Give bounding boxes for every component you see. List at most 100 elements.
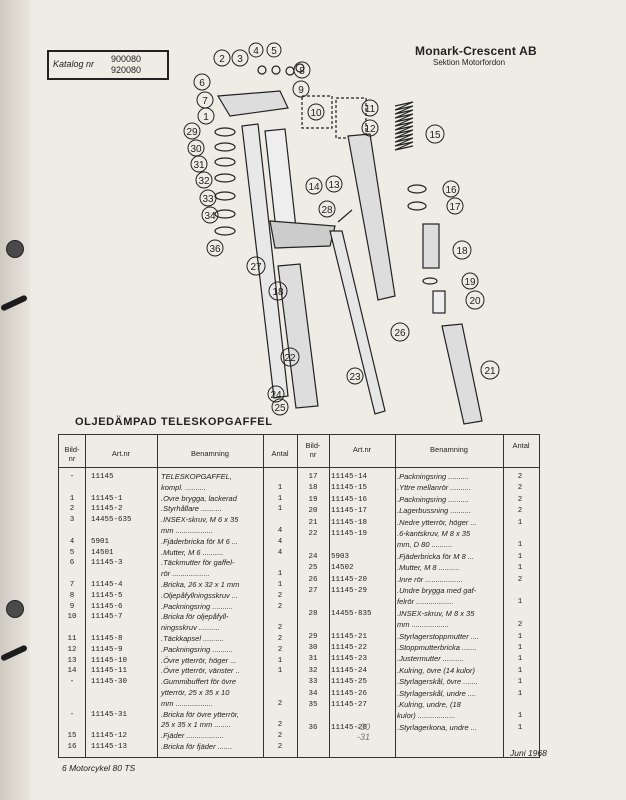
cell-benamning: .Stoppmutterbricka .......	[397, 643, 477, 652]
cell-benamning: mm ..................	[161, 526, 214, 535]
callout-10: 10	[310, 108, 322, 119]
header-antal-right: Antal	[512, 441, 530, 450]
cell-benamning: .Övre ytterrör, vänster ..	[161, 666, 240, 676]
cell-art-nr: 11145	[91, 473, 114, 481]
parts-table: Bild- nr Art.nr Benamning Antal Bild- nr…	[58, 434, 540, 758]
cell-bild: -	[69, 473, 75, 481]
callout-2: 2	[219, 54, 225, 65]
cell-art-nr: 11145-27	[331, 701, 368, 709]
pencil-notes: -30 -31	[357, 722, 370, 742]
cell-antal: 1	[517, 598, 523, 607]
cell-art-nr: 11145-25	[331, 678, 368, 687]
cell-bild: 28	[308, 609, 318, 618]
cell-antal: 1	[277, 667, 283, 676]
cell-antal: 1	[517, 689, 523, 698]
cell-bild: 16	[67, 743, 77, 751]
cell-bild: 30	[308, 644, 318, 652]
pencil-note: -30	[357, 722, 371, 732]
catalog-number-2: 920080	[111, 65, 142, 75]
cell-bild: 2	[69, 505, 75, 514]
callout-4: 4	[253, 46, 259, 57]
cell-benamning: ningsskruv ..........	[161, 623, 220, 633]
cell-benamning: .Kulring, övre (14 kulor)	[397, 665, 475, 675]
cell-benamning: .Bricka för övre ytterrör,	[161, 709, 239, 719]
cell-art-nr: 14502	[331, 564, 354, 573]
cell-benamning: .Oljepåfyllningsskruv ...	[161, 590, 239, 600]
cell-antal: 1	[277, 570, 283, 579]
callout-29: 29	[186, 127, 198, 138]
cell-benamning: mm ..................	[161, 698, 214, 708]
cell-antal: 2	[517, 507, 523, 516]
catalog-number-1: 900080	[111, 54, 142, 64]
cell-antal: 2	[277, 732, 283, 741]
cell-antal: 1	[277, 656, 283, 665]
cell-bild: 33	[308, 678, 318, 687]
callout-23: 23	[349, 372, 361, 383]
callout-34: 34	[204, 211, 216, 222]
cell-antal: 2	[277, 721, 283, 730]
cell-benamning: .Styrlagerskål, övre .......	[397, 677, 478, 687]
cell-bild: 32	[308, 666, 318, 675]
cell-antal: 1	[277, 483, 283, 492]
callout-13: 13	[328, 180, 340, 191]
cell-antal: 1	[517, 518, 523, 527]
cell-antal: 2	[517, 473, 523, 481]
cell-antal: 2	[277, 591, 283, 600]
cell-benamning: mm, D 80 ..........	[397, 540, 453, 550]
header-antal: Antal	[271, 449, 289, 458]
cell-bild: 8	[69, 591, 75, 600]
callout-18: 18	[456, 246, 468, 257]
callout-1: 1	[203, 112, 209, 123]
cell-art-nr: 11145-1	[91, 494, 123, 503]
cell-antal: 2	[517, 621, 523, 630]
callout-12: 12	[364, 124, 376, 135]
cell-antal: 2	[277, 624, 283, 633]
callout-11: 11	[365, 104, 376, 115]
cell-art-nr: 11145-30	[91, 678, 128, 687]
cell-bild: -	[69, 678, 75, 687]
cell-antal: 2	[277, 635, 283, 643]
callout-36: 36	[209, 244, 221, 255]
cell-art-nr: 11145-4	[91, 581, 123, 589]
callout-22: 22	[284, 353, 296, 364]
cell-art-nr: 5903	[331, 552, 350, 561]
cell-benamning: .Ovre brygga, lackerad	[161, 493, 237, 503]
binder-margin	[0, 0, 30, 800]
cell-art-nr: 11145-3	[91, 559, 123, 568]
cell-benamning: .Bricka för oljepåfyll-	[161, 612, 229, 622]
cell-benamning: TELESKOPGAFFEL,	[161, 472, 232, 481]
cell-benamning: .Täckmutter för gaffel-	[161, 558, 235, 568]
cell-benamning: .Fjäderbricka för M 8 ...	[397, 551, 475, 561]
cell-art-nr: 11145-23	[331, 655, 368, 664]
cell-benamning: .Styrlagerstoppmutter ....	[397, 631, 480, 641]
cell-benamning: .Kulring, undre, (18	[397, 700, 461, 709]
catalog-label: Katalog nr	[53, 59, 95, 69]
cell-antal: 2	[277, 699, 283, 708]
cell-bild: 4	[69, 537, 75, 546]
cell-art-nr: 11145-24	[331, 666, 368, 675]
cell-bild: -	[69, 710, 75, 719]
cell-art-nr: 11145-29	[331, 587, 368, 595]
cell-art-nr: 11145-5	[91, 591, 123, 600]
cell-art-nr: 11145-15	[331, 484, 368, 493]
callout-30: 30	[190, 144, 202, 155]
cell-art-nr: 11145-2	[91, 505, 123, 514]
callout-28: 28	[321, 205, 333, 216]
cell-art-nr: 11145-31	[91, 710, 128, 719]
cell-benamning: ytterrör, 25 x 35 x 10	[161, 688, 230, 697]
cell-benamning: .Övre ytterrör, höger ...	[161, 655, 237, 665]
cell-bild: 20	[308, 507, 318, 516]
cell-art-nr: 14455-835	[331, 609, 372, 618]
cell-bild: 19	[308, 495, 318, 504]
cell-art-nr: 11145-19	[331, 530, 368, 538]
cell-benamning: mm ..................	[397, 620, 450, 630]
cell-bild: 1	[69, 494, 75, 503]
cell-antal: 1	[517, 723, 523, 732]
callout-32: 32	[198, 176, 210, 187]
cell-bild: 27	[308, 587, 318, 595]
footer-page: 6 Motorcykel 80 TS	[62, 763, 136, 773]
callout-17: 17	[449, 202, 461, 213]
callout-33: 33	[202, 194, 214, 205]
header-bild-right: Bild- nr	[305, 441, 321, 459]
